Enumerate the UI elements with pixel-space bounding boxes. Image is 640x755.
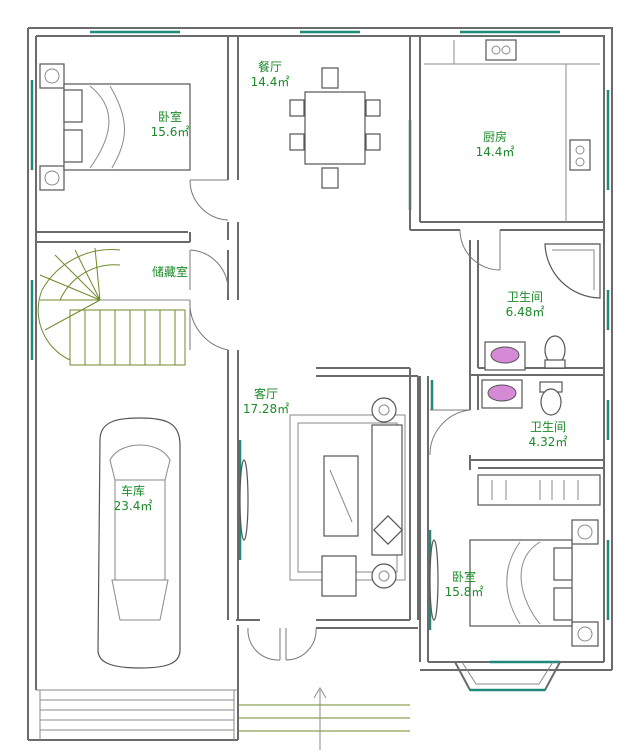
room-name: 卫生间 [529,420,566,434]
bed-nw [39,63,191,191]
room-area: 15.6㎡ [150,125,190,139]
room-label-bedroom-nw: 卧室 15.6㎡ [140,110,200,140]
car [97,417,181,669]
doors [189,179,501,661]
room-name: 卫生间 [506,290,543,304]
bed-se [469,519,599,647]
room-name: 车库 [120,484,145,498]
bay-window [454,661,561,692]
room-name: 储藏室 [151,265,188,279]
room-area: 15.8㎡ [444,585,484,599]
room-label-bath-1: 卫生间 6.48㎡ [495,290,555,320]
room-area: 6.48㎡ [505,305,545,319]
room-area: 23.4㎡ [113,499,153,513]
room-name: 客厅 [253,387,278,401]
room-area: 17.28㎡ [242,402,290,416]
dining-table [289,67,381,189]
room-area: 14.4㎡ [250,75,290,89]
room-area: 14.4㎡ [475,145,515,159]
bath-2-fixtures [481,379,563,416]
sofa-set [289,397,406,597]
front-steps [36,687,410,750]
room-label-kitchen: 厨房 14.4㎡ [465,130,525,160]
wardrobe [477,474,601,506]
room-name: 卧室 [157,110,182,124]
kitchen-counter [424,39,600,222]
tv-units [239,459,439,621]
interior-walls [36,36,604,662]
exterior-walls [27,27,613,741]
room-label-living: 客厅 17.28㎡ [234,387,298,417]
room-name: 餐厅 [257,60,282,74]
room-label-bedroom-se: 卧室 15.8㎡ [434,570,494,600]
room-label-dining: 餐厅 14.4㎡ [240,60,300,90]
room-name: 卧室 [451,570,476,584]
room-name: 厨房 [482,130,507,144]
staircase [37,247,190,366]
room-label-bath-2: 卫生间 4.32㎡ [518,420,578,450]
room-label-garage: 车库 23.4㎡ [103,484,163,514]
room-area: 4.32㎡ [528,435,568,449]
bath-1-fixtures [484,243,601,371]
room-label-storage: 储藏室 [135,265,205,280]
